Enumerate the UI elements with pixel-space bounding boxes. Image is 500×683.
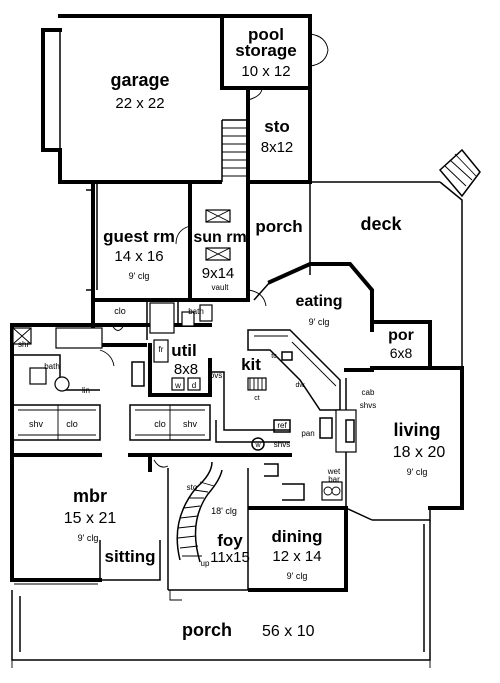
label-living: living xyxy=(393,420,440,440)
dim-sunrm: 9x14 xyxy=(202,265,235,282)
label-bath-master: bath xyxy=(44,362,60,371)
label-shv-right: shv xyxy=(183,419,198,429)
label-fr: fr xyxy=(159,345,164,354)
label-shvs-kit: shvs xyxy=(360,401,376,410)
label-up: up xyxy=(201,559,210,568)
label-ref: ref xyxy=(277,421,287,430)
label-porch-front: porch xyxy=(182,620,232,640)
small-labels: clo bath shr bath lin shv clo clo shv fr… xyxy=(18,306,376,568)
label-lin: lin xyxy=(82,386,90,395)
label-bath-guest: bath xyxy=(188,307,204,316)
garage-block xyxy=(41,14,329,184)
label-pan: pan xyxy=(301,429,314,438)
label-clo-right: clo xyxy=(154,419,166,429)
dim-mbr: 15 x 21 xyxy=(64,510,117,527)
label-dw: dw xyxy=(296,382,306,389)
dim-dining: 12 x 14 xyxy=(272,548,321,565)
clg-guest: 9' clg xyxy=(129,271,150,281)
label-w-heater: w xyxy=(254,442,261,449)
label-clo-left: clo xyxy=(66,419,78,429)
dim-pool-storage: 10 x 12 xyxy=(241,63,290,80)
label-garage: garage xyxy=(110,70,169,90)
kitchen-block xyxy=(148,329,357,458)
label-wet: wet xyxy=(327,467,341,476)
label-ct: ct xyxy=(254,395,260,402)
label-sitting: sitting xyxy=(105,547,156,566)
mbr-block xyxy=(10,540,161,585)
label-porch-mid: porch xyxy=(255,217,302,236)
clg-eating: 9' clg xyxy=(309,317,330,327)
label-deck: deck xyxy=(360,214,402,234)
label-d: d xyxy=(192,381,196,390)
dim-guest: 14 x 16 xyxy=(114,248,163,265)
label-ovs: ovs xyxy=(210,371,222,380)
front-porch xyxy=(11,520,431,668)
dim-por: 6x8 xyxy=(390,345,413,361)
label-sto-top: sto xyxy=(264,117,290,136)
label-guest: guest rm xyxy=(103,227,175,246)
master-suite-block xyxy=(10,323,212,582)
label-clo-guest: clo xyxy=(114,306,126,316)
label-util: util xyxy=(171,341,197,360)
dim-util: 8x8 xyxy=(174,361,198,378)
label-foy: foy xyxy=(217,531,243,550)
label-pool: pool xyxy=(248,25,284,44)
guest-bath-block xyxy=(91,298,213,340)
clg-living: 9' clg xyxy=(407,467,428,477)
label-mbr: mbr xyxy=(73,486,107,506)
label-w: w xyxy=(174,381,181,390)
clg-mbr: 9' clg xyxy=(78,533,99,543)
label-bar: bar xyxy=(328,475,340,484)
label-cab: cab xyxy=(362,388,375,397)
dim-foy: 11x15 xyxy=(210,549,250,566)
dim-garage: 22 x 22 xyxy=(115,95,164,112)
label-tc: tc xyxy=(271,353,277,360)
label-eating: eating xyxy=(295,293,342,310)
room-labels: pool storage 10 x 12 garage 22 x 22 sto … xyxy=(64,25,446,640)
label-kit: kit xyxy=(241,355,261,374)
label-shr: shr xyxy=(18,340,29,349)
dim-sto-top: 8x12 xyxy=(261,139,294,156)
label-sto-stair: sto xyxy=(187,483,198,492)
clg-foy: 18' clg xyxy=(211,506,237,516)
label-shvs-foy: shvs xyxy=(274,440,290,449)
clg-dining: 9' clg xyxy=(287,571,308,581)
note-vault: vault xyxy=(212,283,230,292)
label-storage: storage xyxy=(235,41,296,60)
label-por: por xyxy=(388,327,414,344)
dining-block xyxy=(248,506,348,592)
label-shv-left: shv xyxy=(29,419,44,429)
label-dining: dining xyxy=(272,527,323,546)
label-sunrm: sun rm xyxy=(193,229,246,246)
dim-porch-front: 56 x 10 xyxy=(262,623,315,640)
dim-living: 18 x 20 xyxy=(393,444,446,461)
